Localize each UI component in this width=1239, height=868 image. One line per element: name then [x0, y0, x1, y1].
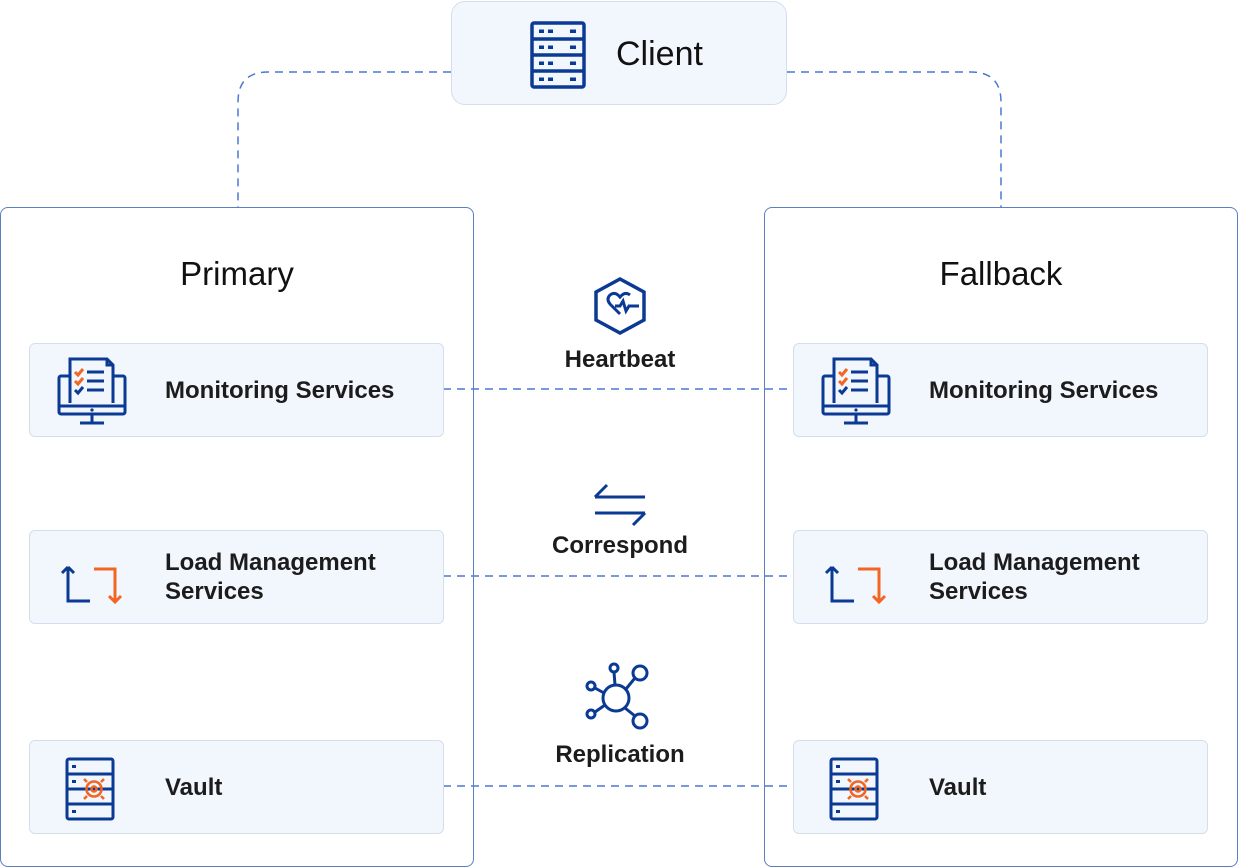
fallback-monitoring-services-card: Monitoring Services: [793, 343, 1208, 437]
primary-load-management-services-card: Load Management Services: [29, 530, 444, 624]
heartbeat-link: Heartbeat: [520, 276, 720, 375]
link-label: Replication: [555, 741, 685, 768]
client-to-primary-line: [237, 71, 451, 207]
fallback-site: Fallback Monitoring Services: [764, 207, 1238, 867]
service-label: Vault: [165, 773, 223, 801]
fallback-vault-card: Vault: [793, 740, 1208, 834]
network-nodes-icon: [585, 662, 649, 730]
monitor-checklist-icon: [57, 357, 127, 425]
server-rack-icon: [530, 21, 586, 89]
client-to-fallback-line: [787, 71, 1002, 207]
load-balance-arrows-icon: [60, 565, 123, 605]
heartbeat-hexagon-icon: [594, 277, 646, 335]
site-title-primary: Primary: [180, 255, 294, 292]
fallback-load-management-services-card: Load Management Services: [793, 530, 1208, 624]
vault-server-icon: [65, 757, 115, 821]
primary-site: Primary Monitoring Services: [0, 207, 474, 867]
link-label: Correspond: [551, 532, 688, 559]
replication-link: Replication: [520, 660, 720, 770]
swap-arrows-icon: [593, 483, 647, 527]
service-label: Vault: [929, 773, 987, 801]
load-balance-arrows-icon: [824, 565, 887, 605]
primary-monitoring-services-card: Monitoring Services: [29, 343, 444, 437]
service-label: Load Management Services: [165, 549, 376, 605]
primary-vault-card: Vault: [29, 740, 444, 834]
service-label: Monitoring Services: [165, 376, 395, 404]
site-title-fallback: Fallback: [939, 255, 1063, 292]
service-label: Load Management Services: [929, 549, 1140, 605]
correspond-link: Correspond: [520, 480, 720, 561]
link-label: Heartbeat: [564, 346, 676, 373]
monitor-checklist-icon: [821, 357, 891, 425]
client-node: Client: [451, 1, 787, 105]
service-label: Monitoring Services: [929, 376, 1159, 404]
vault-server-icon: [829, 757, 879, 821]
client-label: Client: [616, 35, 703, 73]
